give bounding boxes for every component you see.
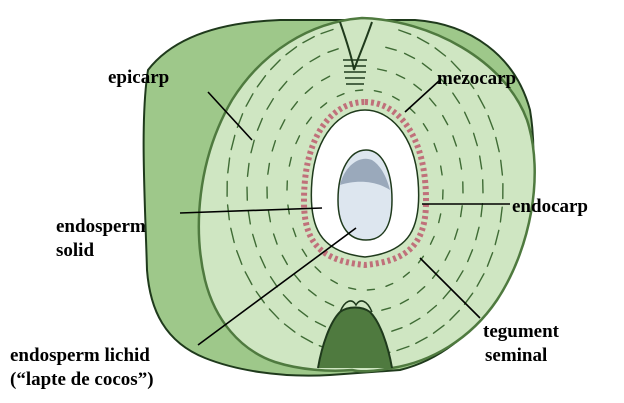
label-epicarp: epicarp <box>108 66 169 90</box>
label-tegument-seminal: tegument seminal <box>483 320 559 368</box>
label-epicarp-text: epicarp <box>108 66 169 90</box>
fiber-stroke <box>356 90 363 91</box>
fiber-stroke <box>367 289 374 290</box>
label-endocarp: endocarp <box>512 195 588 219</box>
label-tegument-line2: seminal <box>483 344 559 368</box>
label-endosperm-lichid: endosperm lichid (“lapte de cocos”) <box>10 344 154 392</box>
label-endosperm-solid-line1: endosperm <box>56 215 146 239</box>
label-endosperm-lichid-line1: endosperm lichid <box>10 344 154 368</box>
label-mezocarp-text: mezocarp <box>437 67 516 91</box>
label-endosperm-solid-line2: solid <box>56 239 146 263</box>
label-mezocarp: mezocarp <box>437 67 516 91</box>
label-tegument-line1: tegument <box>483 320 559 344</box>
label-endosperm-solid: endosperm solid <box>56 215 146 263</box>
label-endosperm-lichid-line2: (“lapte de cocos”) <box>10 368 154 392</box>
label-endocarp-text: endocarp <box>512 195 588 219</box>
